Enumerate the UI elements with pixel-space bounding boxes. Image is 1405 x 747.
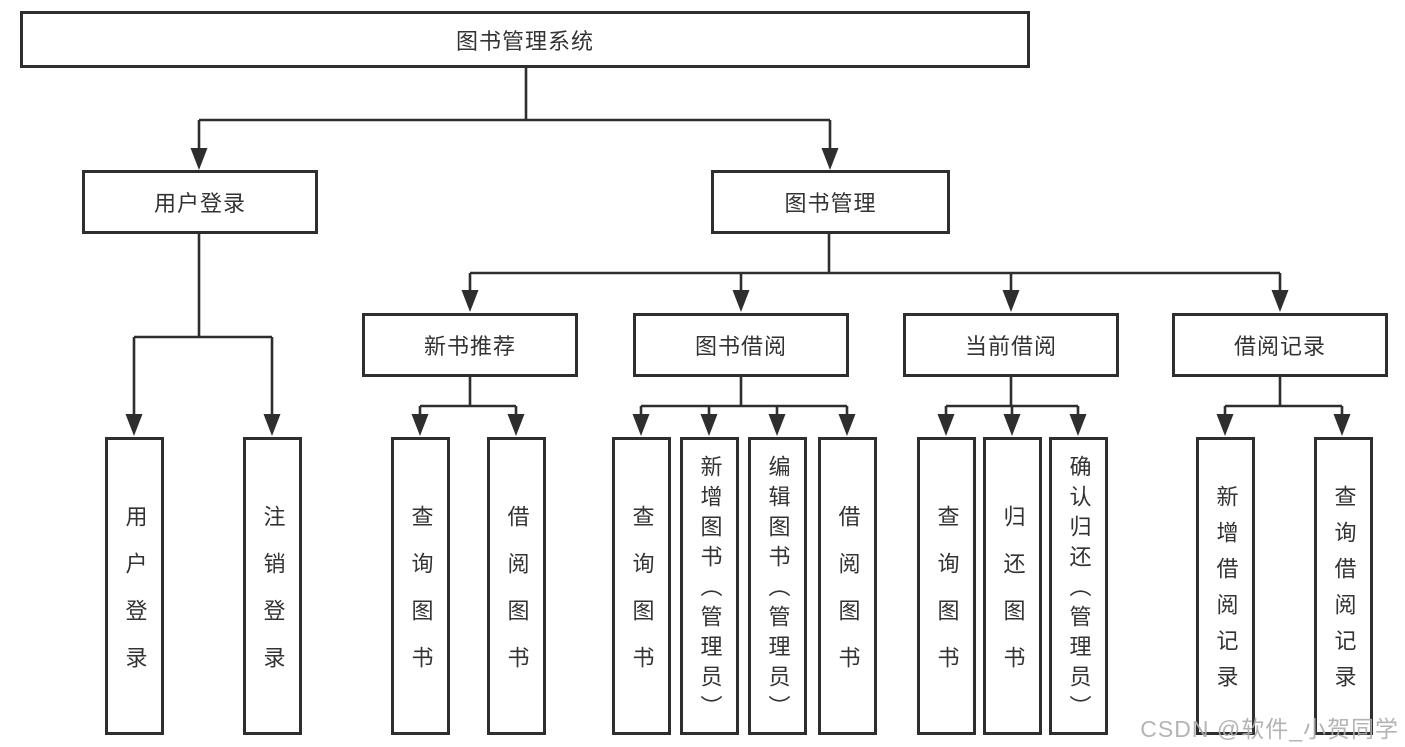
node-label: 当前借阅 <box>964 334 1057 359</box>
node-label: 图书管理系统 <box>455 28 594 54</box>
connector-line <box>639 377 849 416</box>
node-label: 确认归还（管理员） <box>1066 455 1092 725</box>
arrow-down-icon <box>838 414 856 436</box>
arrow-down-icon <box>411 414 429 436</box>
leaf-query-books: 查询图书 <box>917 437 976 735</box>
node-label: 归还图书 <box>1000 504 1026 693</box>
leaf-confirm-return-admin: 确认归还（管理员） <box>1049 437 1108 735</box>
node-label: 图书管理 <box>784 191 877 216</box>
leaf-add-books-admin: 新增图书（管理员） <box>680 437 739 735</box>
arrow-down-icon <box>1333 414 1351 436</box>
node-label: 查询图书 <box>934 504 960 693</box>
csdn-watermark: CSDN @软件_小贺同学 <box>1140 716 1399 742</box>
connector-line <box>197 68 832 152</box>
arrow-down-icon <box>1002 290 1020 312</box>
node-label: 查询借阅记录 <box>1331 485 1357 701</box>
leaf-user-login: 用户登录 <box>105 437 164 735</box>
node-new-book-recommendation: 新书推荐 <box>362 313 578 377</box>
node-label: 借阅记录 <box>1233 334 1326 359</box>
arrow-down-icon <box>263 414 281 436</box>
leaf-query-books: 查询图书 <box>612 437 671 735</box>
node-label: 查询图书 <box>408 504 434 693</box>
connector-line <box>468 234 1282 293</box>
leaf-edit-books-admin: 编辑图书（管理员） <box>748 437 807 735</box>
node-label: 编辑图书（管理员） <box>765 455 791 725</box>
leaf-query-books: 查询图书 <box>391 437 450 735</box>
arrow-down-icon <box>768 414 786 436</box>
arrow-down-icon <box>125 414 143 436</box>
node-label: 新增图书（管理员） <box>697 455 723 725</box>
arrow-down-icon <box>700 414 718 436</box>
node-book-management: 图书管理 <box>711 170 950 234</box>
node-label: 新增借阅记录 <box>1213 485 1239 701</box>
node-user-login: 用户登录 <box>82 170 318 234</box>
connector-line <box>944 377 1080 416</box>
connector-line <box>132 234 274 416</box>
leaf-borrow-books: 借阅图书 <box>487 437 546 735</box>
node-label: 借阅图书 <box>835 504 861 693</box>
arrow-down-icon <box>190 148 208 170</box>
arrow-down-icon <box>1216 414 1234 436</box>
arrow-down-icon <box>507 414 525 436</box>
leaf-return-books: 归还图书 <box>983 437 1042 735</box>
node-borrowing-records: 借阅记录 <box>1172 313 1388 377</box>
node-label: 借阅图书 <box>504 504 530 693</box>
arrow-down-icon <box>821 148 839 170</box>
node-book-borrowing: 图书借阅 <box>633 313 849 377</box>
arrow-down-icon <box>461 290 479 312</box>
connector-line <box>418 377 518 416</box>
arrow-down-icon <box>1271 290 1289 312</box>
arrow-down-icon <box>1003 414 1021 436</box>
leaf-query-borrow-record: 查询借阅记录 <box>1314 437 1373 735</box>
leaf-add-borrow-record: 新增借阅记录 <box>1196 437 1255 735</box>
leaf-borrow-books: 借阅图书 <box>818 437 877 735</box>
arrow-down-icon <box>632 414 650 436</box>
node-label: 注销登录 <box>260 504 286 693</box>
node-library-management-system: 图书管理系统 <box>20 11 1030 68</box>
node-current-borrowing: 当前借阅 <box>903 313 1119 377</box>
arrow-down-icon <box>937 414 955 436</box>
node-label: 查询图书 <box>629 504 655 693</box>
arrow-down-icon <box>732 290 750 312</box>
node-label: 图书借阅 <box>694 334 787 359</box>
node-label: 新书推荐 <box>423 334 516 359</box>
node-label: 用户登录 <box>122 504 148 693</box>
connector-line <box>1223 377 1344 416</box>
leaf-logout: 注销登录 <box>243 437 302 735</box>
arrow-down-icon <box>1069 414 1087 436</box>
node-label: 用户登录 <box>153 191 246 216</box>
